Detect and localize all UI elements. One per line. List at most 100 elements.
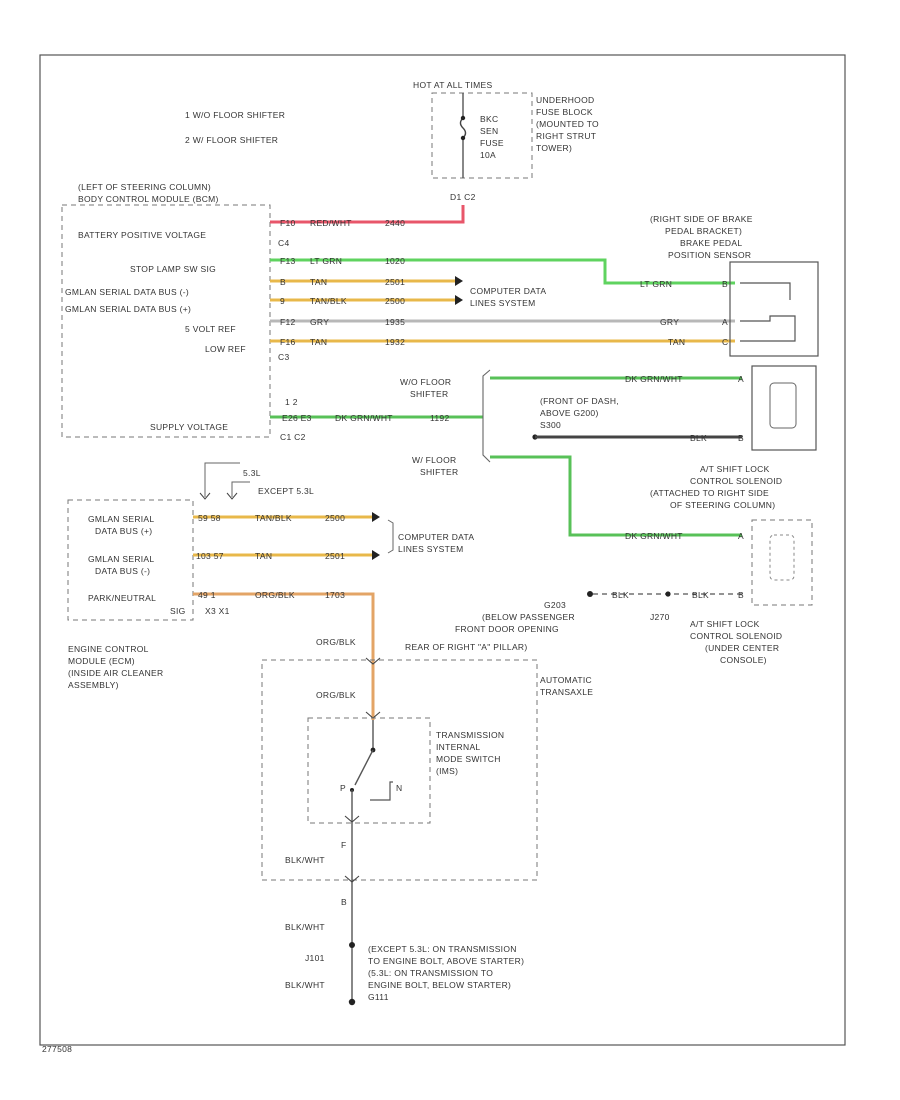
wire-dkgrn-lower-color: DK GRN/WHT	[625, 531, 683, 541]
g111-label-2: TO ENGINE BOLT, ABOVE STARTER)	[368, 956, 524, 966]
ecm-wire3-pin: 49 1	[198, 590, 216, 600]
underhood-fuse-block: HOT AT ALL TIMES BKC SEN FUSE 10A UNDERH…	[413, 80, 599, 202]
wire-tan3-circuit: 1932	[385, 337, 405, 347]
bcm-title-1: (LEFT OF STEERING COLUMN)	[78, 182, 211, 192]
solenoid2-label-1: A/T SHIFT LOCK	[700, 464, 770, 474]
fuse-connector-label: D1 C2	[450, 192, 476, 202]
fuse-block-name-1: UNDERHOOD	[536, 95, 594, 105]
ecm-wire1-circuit: 2500	[325, 513, 345, 523]
ims-contact-p: P	[340, 783, 346, 793]
wire-gry-right-color: GRY	[660, 317, 679, 327]
wire-tan2-pin: 9	[280, 296, 285, 306]
ecm-wire3-color: ORG/BLK	[255, 590, 295, 600]
wire-supply-circuit: 1192	[430, 413, 449, 423]
fuse-icon	[459, 117, 467, 139]
dash-label-2: ABOVE G200)	[540, 408, 599, 418]
solenoid-under-label-1: A/T SHIFT LOCK	[690, 619, 760, 629]
engine-control-module: 5.3L EXCEPT 5.3L GMLAN SERIAL DATA BUS (…	[67, 462, 314, 690]
wire-tan2-color: TAN/BLK	[310, 296, 347, 306]
wire-gry-circuit: 1935	[385, 317, 405, 327]
bcm-title-2: BODY CONTROL MODULE (BCM)	[78, 194, 219, 204]
ecm-pn-1: PARK/NEUTRAL	[88, 593, 156, 603]
fuse-block-name-5: TOWER)	[536, 143, 572, 153]
computer-data-bracket	[387, 519, 394, 554]
bcm-pins-bottom: C1 C2	[280, 432, 306, 442]
wire-red-pin: F10	[280, 218, 296, 228]
wo-floor-shifter-1: W/O FLOOR	[400, 377, 451, 387]
brake-sensor-outline	[729, 261, 819, 357]
ground-g203: BLK BLK G203 (BELOW PASSENGER FRONT DOOR…	[405, 590, 742, 652]
fuse-block-name-3: (MOUNTED TO	[536, 119, 599, 129]
brake-sensor-label-4: POSITION SENSOR	[668, 250, 751, 260]
wire-bus-high: 9 TAN/BLK 2500	[270, 295, 463, 306]
bcm-stop-lamp-label: STOP LAMP SW SIG	[130, 264, 216, 274]
wire-org-blk	[193, 592, 375, 720]
bcm-bus-high-label: GMLAN SERIAL DATA BUS (+)	[65, 304, 191, 314]
ecm-pins-bottom: X3 X1	[205, 606, 230, 616]
j101-label: J101	[305, 953, 325, 963]
wire-gry-color: GRY	[310, 317, 329, 327]
ecm-name-3: (INSIDE AIR CLEANER	[68, 668, 163, 678]
ims-contact-n: N	[396, 783, 402, 793]
fuse-node-top	[460, 115, 466, 121]
brake-pedal-position-sensor: (RIGHT SIDE OF BRAKE PEDAL BRACKET) BRAK…	[650, 214, 819, 357]
solenoid1-coil-icon	[769, 382, 797, 429]
wire-dkgrn-upper-color: DK GRN/WHT	[625, 374, 683, 384]
wire-tan3-right-color: TAN	[668, 337, 685, 347]
ecm-wire2-pin: 103 57	[196, 551, 224, 561]
g203-ground-node	[587, 591, 593, 597]
dash-label-3: S300	[540, 420, 561, 430]
ecm-wire2-circuit: 2501	[325, 551, 345, 561]
wire-blk-upper-label: BLK	[690, 433, 707, 443]
shift-lock-solenoid-2: A/T SHIFT LOCK CONTROL SOLENOID (ATTACHE…	[650, 464, 813, 665]
wire-tan1-pin: B	[280, 277, 286, 287]
chevron-down-icon	[199, 492, 211, 500]
solenoid2-label-3: (ATTACHED TO RIGHT SIDE	[650, 488, 769, 498]
switch-lever-icon	[354, 749, 374, 786]
brake-sensor-element	[740, 282, 796, 342]
wire-tan1-color: TAN	[310, 277, 327, 287]
bcm-c4-label: C4	[278, 238, 289, 248]
solenoid1-outline	[751, 365, 817, 451]
ecm-wire-bus-low: 103 57 TAN 2501	[193, 550, 380, 561]
connector-chevron-icon	[344, 815, 360, 823]
legend: 1 W/O FLOOR SHIFTER 2 W/ FLOOR SHIFTER	[185, 110, 285, 145]
solenoid1-pin-a: A	[738, 374, 744, 384]
wire-stop-lamp: F13 LT GRN 1020 LT GRN	[270, 256, 735, 289]
wire-blk-lower-label: BLK	[612, 590, 629, 600]
wire-gry-pin: F12	[280, 317, 296, 327]
bcm-c3-label: C3	[278, 352, 289, 362]
ecm-option-5-3l: 5.3L	[243, 468, 261, 478]
option-bracket	[482, 369, 491, 463]
wire-battery-positive: F10 RED/WHT 2440	[270, 205, 465, 228]
footer-reference: 277508	[42, 1044, 72, 1054]
g111-label-4: ENGINE BOLT, BELOW STARTER)	[368, 980, 511, 990]
ecm-name-4: ASSEMBLY)	[68, 680, 119, 690]
ims-label-4: (IMS)	[436, 766, 458, 776]
solenoid2-outline	[751, 519, 813, 606]
wire-tan2-circuit: 2500	[385, 296, 405, 306]
wire-low-ref: F16 TAN 1932 TAN	[270, 337, 735, 347]
brake-sensor-label-3: BRAKE PEDAL	[680, 238, 742, 248]
bcm-battery-label: BATTERY POSITIVE VOLTAGE	[78, 230, 206, 240]
transaxle-outline	[261, 659, 538, 881]
arrow-icon	[372, 550, 380, 560]
ecm-option-line-1	[204, 462, 240, 475]
j270-splice-node	[665, 591, 671, 597]
fuse-name-4: 10A	[480, 150, 496, 160]
g203-label-3: REAR OF RIGHT "A" PILLAR)	[405, 642, 527, 652]
ecm-name-1: ENGINE CONTROL	[68, 644, 149, 654]
wire-supply-voltage: E26 E3 DK GRN/WHT 1192	[270, 413, 483, 423]
g111-label-3: (5.3L: ON TRANSMISSION TO	[368, 968, 493, 978]
arrow-icon	[372, 512, 380, 522]
legend-item-1: 1 W/O FLOOR SHIFTER	[185, 110, 285, 120]
brake-sensor-pin-low: C	[722, 337, 728, 347]
brake-sensor-pin-sig: B	[722, 279, 728, 289]
ecm-wire2-color: TAN	[255, 551, 272, 561]
transaxle-org-mid: ORG/BLK	[316, 690, 356, 700]
shifter-option-bracket: W/O FLOOR SHIFTER W/ FLOOR SHIFTER	[400, 369, 491, 477]
fuse-block-outline	[431, 92, 533, 179]
legend-item-2: 2 W/ FLOOR SHIFTER	[185, 135, 278, 145]
solenoid2-label-2: CONTROL SOLENOID	[690, 476, 782, 486]
